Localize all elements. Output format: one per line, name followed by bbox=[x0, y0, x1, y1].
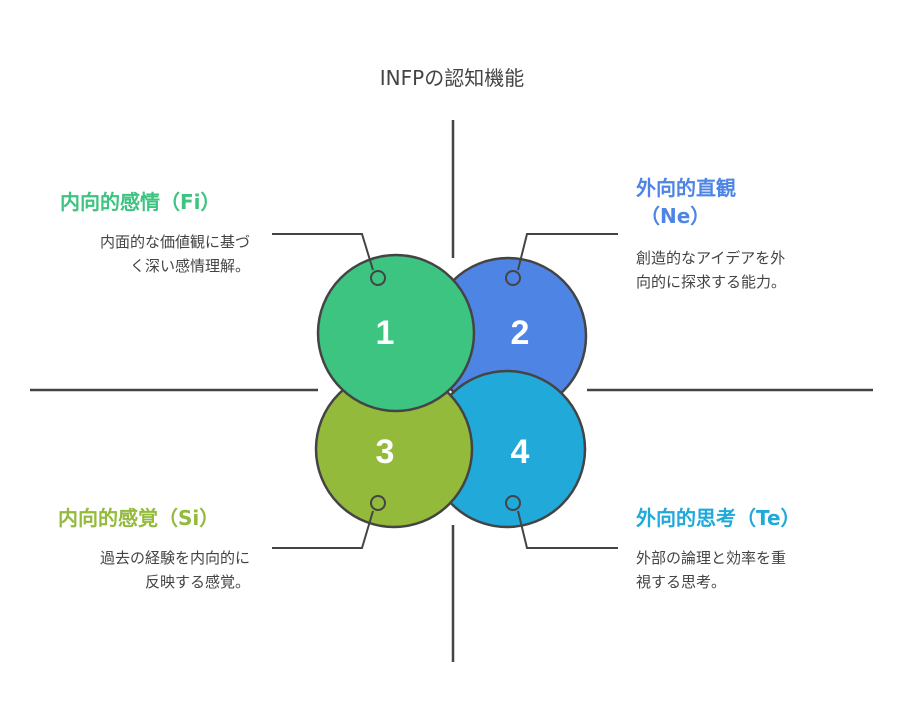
circle-fi bbox=[316, 253, 476, 413]
circle-number-3: 3 bbox=[376, 433, 395, 471]
fi-description: 内面的な価値観に基づ く深い感情理解。 bbox=[100, 230, 250, 278]
circle-number-1: 1 bbox=[376, 314, 395, 352]
circle-number-4: 4 bbox=[511, 433, 530, 471]
connector-si bbox=[272, 510, 374, 549]
si-desc-line: 反映する感覚。 bbox=[144, 573, 250, 591]
ne-heading-line: 外向的直観 bbox=[636, 176, 736, 200]
fi-heading: 内向的感情（Fi） bbox=[60, 190, 221, 214]
connector-dot-ne bbox=[505, 270, 521, 286]
connector-te bbox=[517, 510, 618, 549]
fi-desc-line: 内面的な価値観に基づ bbox=[99, 233, 250, 251]
si-heading: 内向的感覚（Si） bbox=[58, 506, 220, 530]
si-description: 過去の経験を内向的に 反映する感覚。 bbox=[100, 546, 250, 594]
fi-desc-line: く深い感情理解。 bbox=[129, 257, 250, 275]
connector-dot-te bbox=[505, 495, 521, 511]
ne-desc-line: 向的に探求する能力。 bbox=[636, 273, 787, 291]
te-desc-line: 外部の論理と効率を重 bbox=[636, 549, 787, 567]
connector-fi bbox=[272, 233, 374, 271]
ne-description: 創造的なアイデアを外 向的に探求する能力。 bbox=[636, 246, 786, 294]
ne-desc-line: 創造的なアイデアを外 bbox=[636, 249, 786, 267]
te-heading: 外向的思考（Te） bbox=[636, 506, 801, 530]
circle-number-2: 2 bbox=[511, 314, 530, 352]
connector-dot-fi bbox=[370, 270, 386, 286]
te-description: 外部の論理と効率を重 視する思考。 bbox=[636, 546, 786, 594]
connector-dot-si bbox=[370, 495, 386, 511]
diagram-title: INFPの認知機能 bbox=[379, 66, 525, 90]
connector-ne bbox=[517, 233, 618, 271]
ne-heading: 外向的直観 （Ne） bbox=[636, 174, 736, 230]
te-desc-line: 視する思考。 bbox=[636, 573, 727, 591]
ne-heading-line: （Ne） bbox=[640, 204, 711, 228]
si-desc-line: 過去の経験を内向的に bbox=[99, 549, 250, 567]
